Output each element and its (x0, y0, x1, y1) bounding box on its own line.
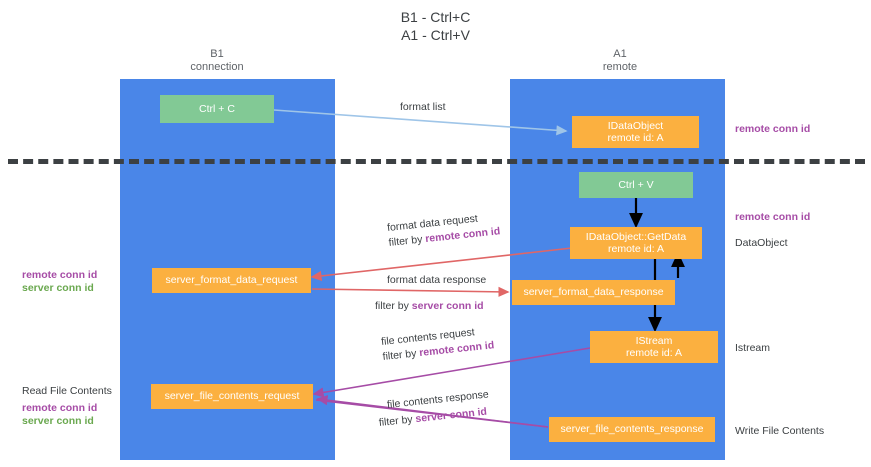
box-server-file-contents-response[interactable]: server_file_contents_response (549, 417, 715, 442)
annotation-file-contents-response-group: file contents response filter by server … (378, 388, 491, 429)
box-server-file-contents-request[interactable]: server_file_contents_request (151, 384, 313, 409)
left-label-server-conn-id: server conn id (22, 282, 94, 294)
title-line-1: B1 - Ctrl+C (400, 9, 471, 25)
filter-prefix: filter by (382, 347, 420, 363)
column-header-b1: B1 connection (157, 48, 277, 74)
annotation-format-data-response-filter: filter by server conn id (375, 300, 486, 313)
left-label-group-file: remote conn id server conn id (22, 402, 97, 428)
annotation-format-data-response: format data response (387, 274, 487, 286)
box-server-format-data-request[interactable]: server_format_data_request (152, 268, 311, 293)
phase-separator (8, 159, 865, 164)
annotation-format-data-response-group: format data response filter by server co… (375, 274, 487, 313)
annotation-format-list: format list (400, 101, 446, 113)
filter-key-server-conn-id: server conn id (411, 300, 484, 312)
right-label-remote-conn-id-top: remote conn id (735, 123, 811, 135)
left-label-remote-conn-id: remote conn id (22, 269, 98, 281)
box-ctrl-c[interactable]: Ctrl + C (160, 95, 274, 123)
column-header-b1-sub: connection (190, 61, 244, 73)
column-header-a1-sub: remote (602, 61, 638, 73)
filter-prefix: filter by (388, 233, 426, 249)
left-label-read-file-contents: Read File Contents (22, 385, 112, 397)
box-server-format-data-request-label: server_format_data_request (165, 274, 298, 287)
box-idataobject-getdata[interactable]: IDataObject::GetData remote id: A (570, 227, 702, 259)
box-server-format-data-response[interactable]: server_format_data_response (512, 280, 675, 305)
filter-key-server-conn-id: server conn id (414, 405, 488, 426)
annotation-file-contents-request-group: file contents request filter by remote c… (381, 324, 495, 364)
right-label-data-object: DataObject (735, 237, 788, 249)
column-header-a1-name: A1 (613, 48, 627, 60)
box-istream-sub: remote id: A (625, 347, 683, 359)
filter-prefix: filter by (378, 413, 417, 429)
left-label-server-conn-id-2: server conn id (22, 415, 94, 427)
right-label-remote-conn-id-mid: remote conn id (735, 211, 811, 223)
column-header-a1: A1 remote (560, 48, 680, 74)
box-idataobject-label: IDataObject (607, 119, 664, 132)
box-idataobject-sub: remote id: A (607, 132, 664, 144)
right-label-istream: Istream (735, 342, 771, 354)
box-server-file-contents-response-label: server_file_contents_response (560, 423, 704, 436)
left-label-remote-conn-id-2: remote conn id (22, 402, 98, 414)
box-server-file-contents-request-label: server_file_contents_request (164, 390, 300, 403)
column-header-b1-name: B1 (210, 48, 224, 60)
box-ctrl-c-label: Ctrl + C (199, 102, 235, 115)
page-title: B1 - Ctrl+C A1 - Ctrl+V (0, 8, 871, 44)
box-idataobject[interactable]: IDataObject remote id: A (572, 116, 699, 148)
annotation-format-data-request-group: format data request filter by remote con… (387, 210, 501, 250)
box-ctrl-v-label: Ctrl + V (618, 178, 654, 191)
filter-prefix: filter by (375, 300, 412, 312)
box-idataobject-getdata-sub: remote id: A (607, 243, 665, 255)
box-idataobject-getdata-label: IDataObject::GetData (585, 230, 687, 243)
right-label-write-file-contents: Write File Contents (735, 425, 825, 437)
left-label-group-format: remote conn id server conn id (22, 269, 97, 295)
box-ctrl-v[interactable]: Ctrl + V (579, 172, 693, 198)
box-istream-label: IStream (635, 334, 673, 347)
title-line-2: A1 - Ctrl+V (401, 27, 470, 43)
box-server-format-data-response-label: server_format_data_response (523, 286, 664, 299)
box-istream[interactable]: IStream remote id: A (590, 331, 718, 363)
